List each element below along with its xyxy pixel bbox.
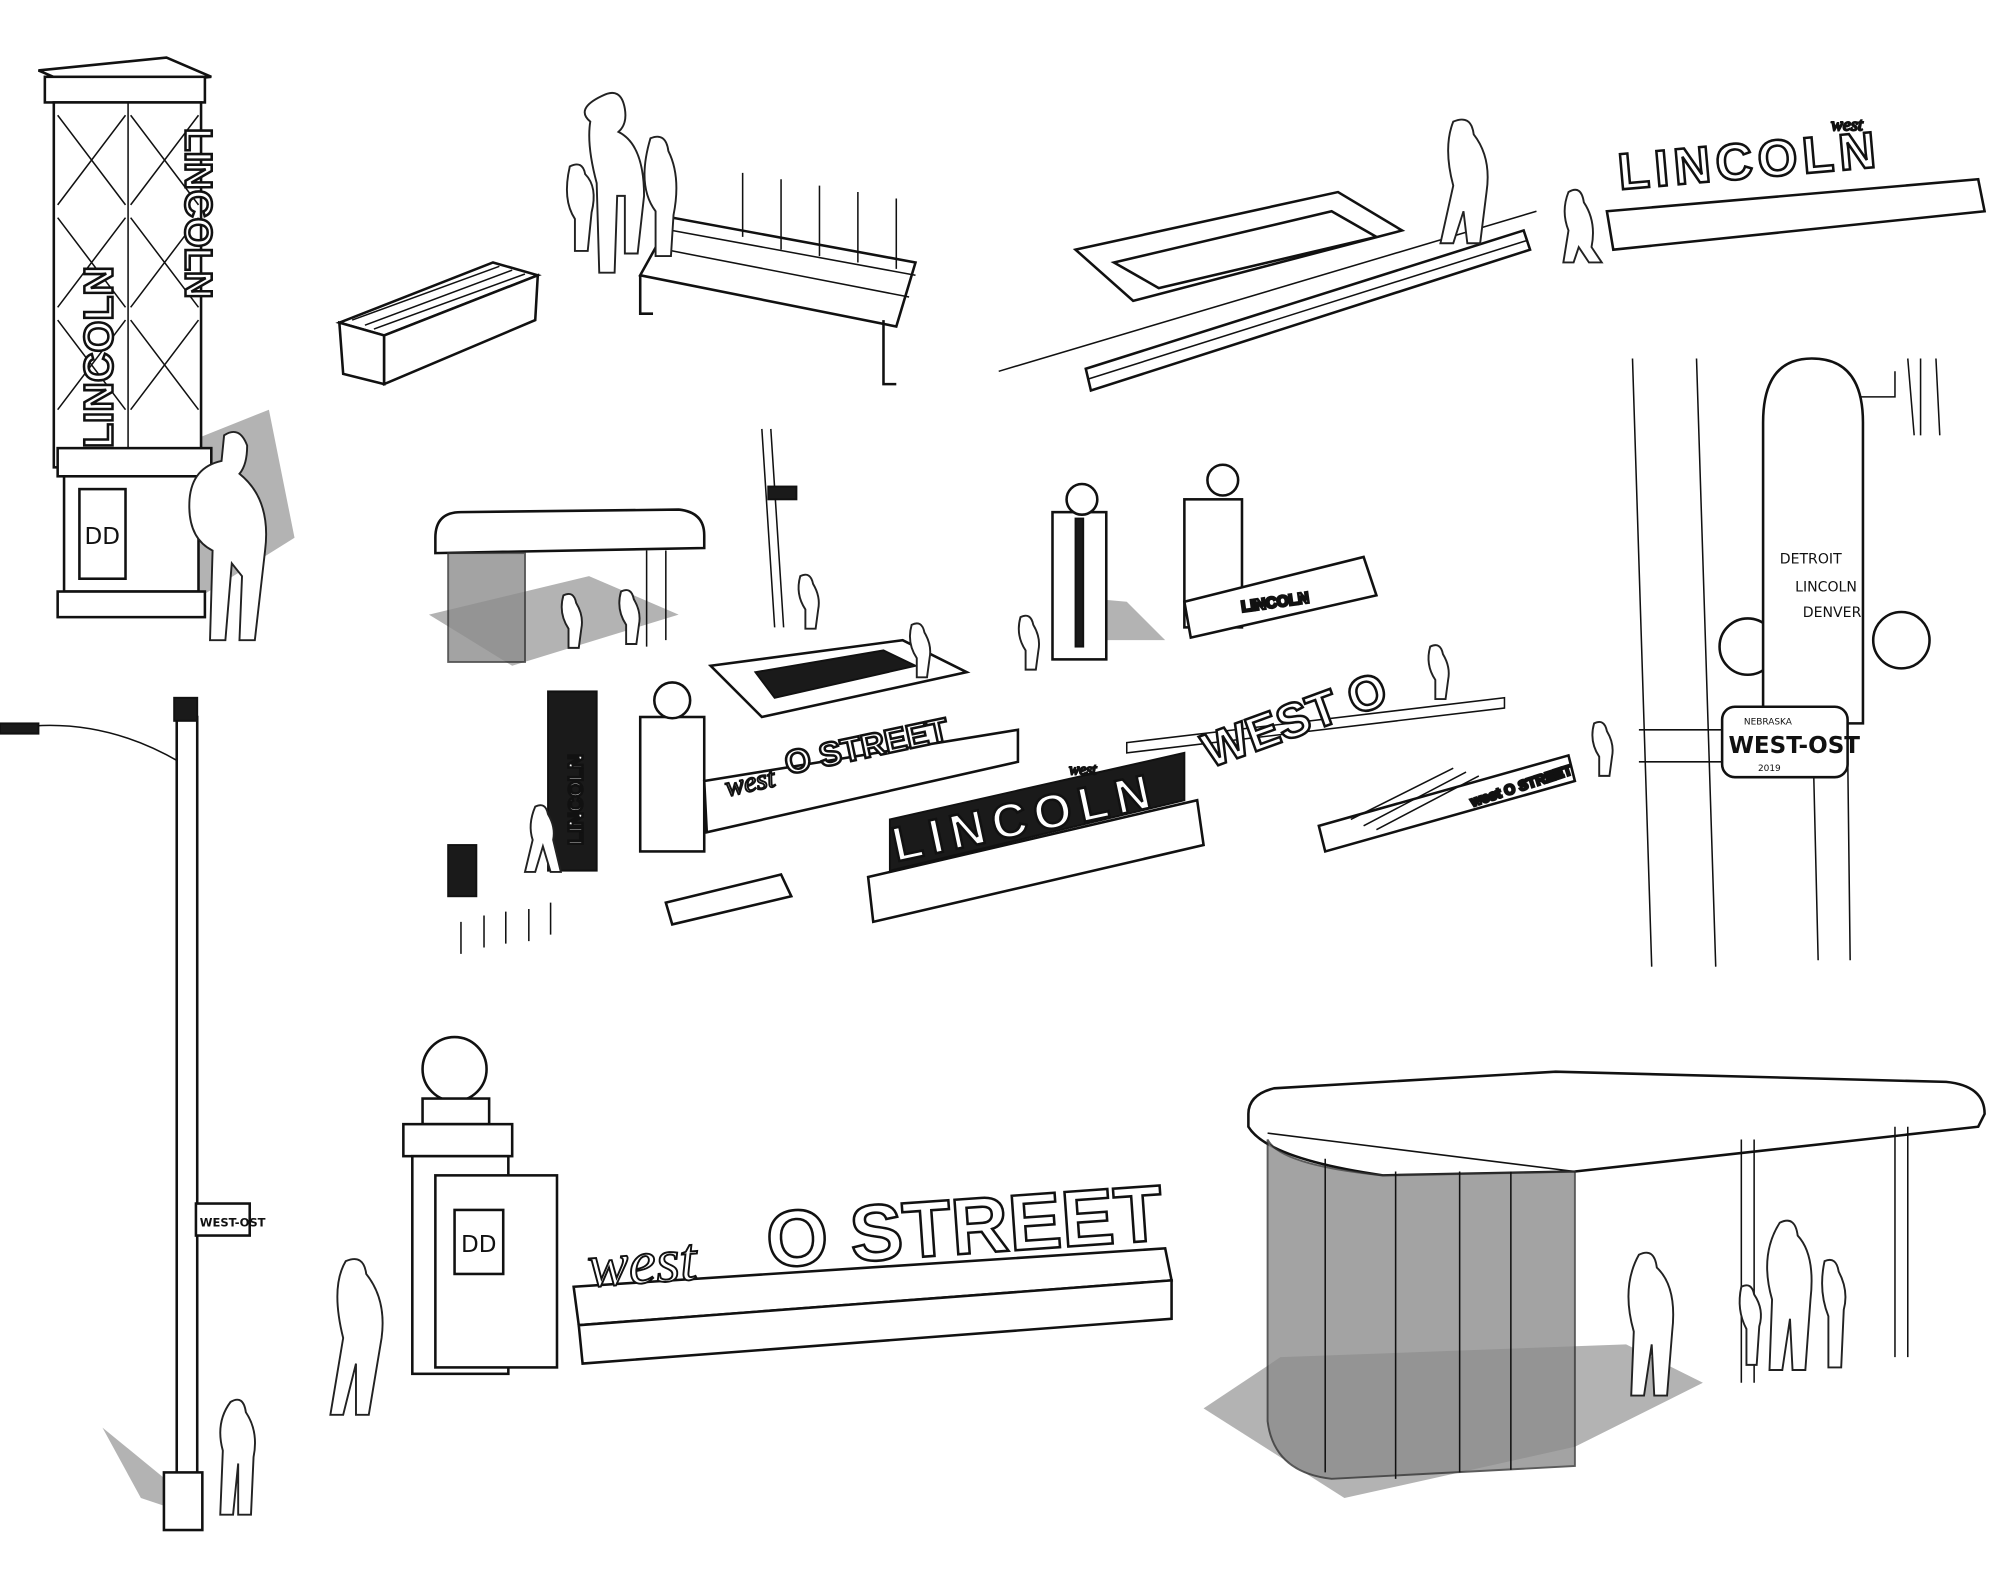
bus-shelter <box>1203 1070 1986 1499</box>
hand-sketch-street-sign: DETROIT LINCOLN DENVER NEBRASKA WEST-OST… <box>1631 357 1941 967</box>
plaza-main-sign-script: west <box>1069 762 1097 779</box>
streetlight: WEST-OST <box>0 696 266 1532</box>
plaza-ground-text: WEST O <box>1195 662 1394 778</box>
sketch-city-1: DETROIT <box>1780 551 1842 567</box>
lincoln-letter-sign: LINCOLN west <box>1562 114 1987 264</box>
plaza-overview: LINCOLN WEST O LINCOLN west O STREET LIN… <box>428 428 1614 954</box>
top-right-sign-script: west <box>1831 115 1864 135</box>
lincoln-column: LINCOLN LINCOLN DD <box>37 56 295 642</box>
column-sign-text-side: LINCOLN <box>177 128 220 299</box>
plaza-column-text: LINCOLN <box>565 754 588 845</box>
streetlight-sign-text: WEST-OST <box>200 1216 266 1230</box>
gateway-script: west <box>585 1225 701 1301</box>
gateway-logo: DD <box>461 1232 496 1258</box>
planter-fence <box>998 118 1537 393</box>
column-sign-text: LINCOLN <box>76 266 122 448</box>
sketch-city-3: DENVER <box>1803 605 1862 621</box>
west-o-street-gateway-sign: DD west O STREET <box>329 1035 1174 1416</box>
sketch-plate-state: NEBRASKA <box>1744 718 1793 728</box>
sketch-plate-year: 2019 <box>1758 764 1781 774</box>
bench-and-bike-rack <box>335 92 918 387</box>
sketch-city-2: LINCOLN <box>1795 580 1857 596</box>
sketch-plate-text: WEST-OST <box>1729 733 1861 759</box>
column-logo: DD <box>85 524 120 550</box>
